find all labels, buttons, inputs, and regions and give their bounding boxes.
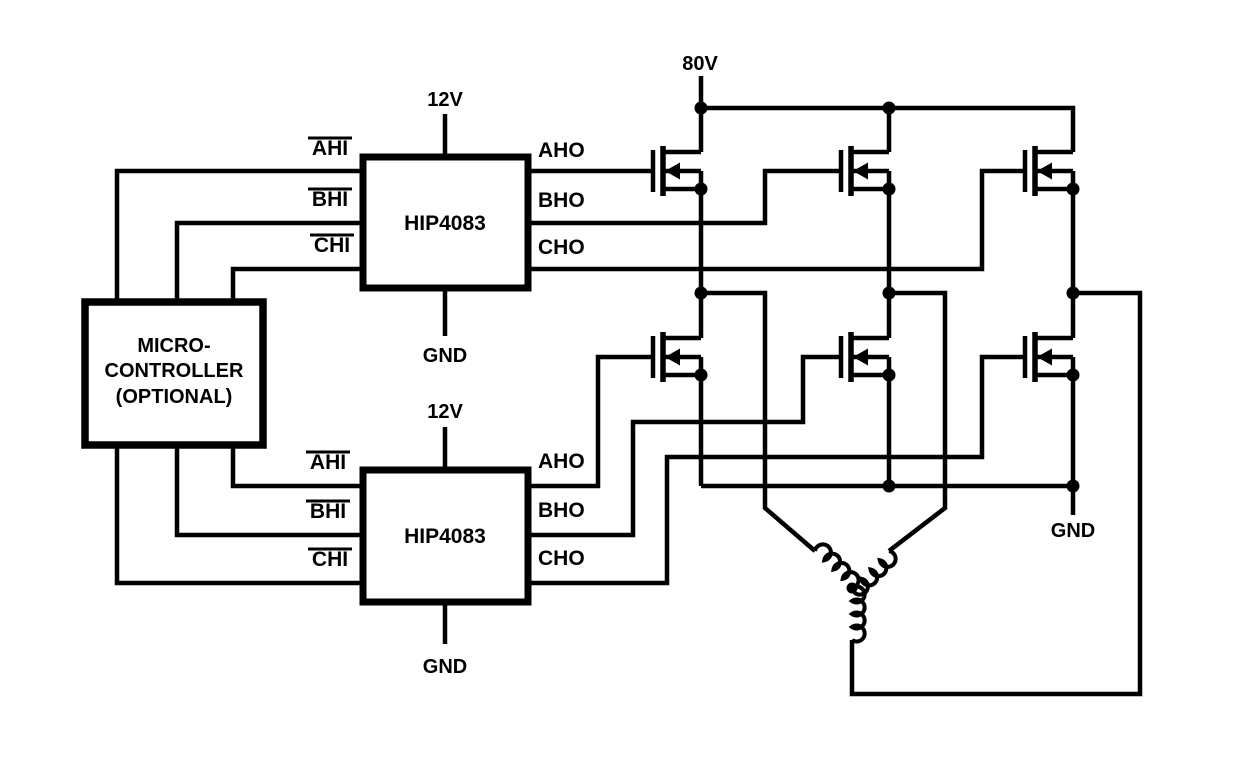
junction-dots xyxy=(694,101,1080,493)
wire-chi-bottom xyxy=(114,445,363,586)
label-12v-top: 12V xyxy=(427,89,463,111)
label-bhi-bottom: BHI xyxy=(310,500,346,523)
driver-bottom-label: HIP4083 xyxy=(404,525,486,548)
wire-bhi-bottom xyxy=(174,445,363,538)
wire-aho-bottom xyxy=(528,354,653,489)
label-80v: 80V xyxy=(682,53,718,75)
junction-source-c-low xyxy=(1066,368,1080,382)
phase-wires xyxy=(701,290,1143,697)
motor-winding xyxy=(813,542,898,644)
junction-rail-b xyxy=(882,101,896,115)
junction-source-c-high xyxy=(1066,182,1080,196)
junction-source-b-high xyxy=(882,182,896,196)
wire-phase-a xyxy=(701,290,817,553)
label-chi-bottom: CHI xyxy=(312,548,348,571)
label-12v-bottom: 12V xyxy=(427,401,463,423)
label-bho-top: BHO xyxy=(538,189,585,212)
microcontroller-block: MICRO- CONTROLLER (OPTIONAL) xyxy=(81,298,267,449)
output-wires-bottom: AHO BHO CHO xyxy=(528,354,1025,586)
label-chi-top: CHI xyxy=(314,234,350,257)
junction-phase-c xyxy=(1066,286,1080,300)
microcontroller-box xyxy=(81,298,267,449)
label-gnd-power: GND xyxy=(1051,520,1095,542)
wire-bhi-top xyxy=(174,220,363,302)
label-gnd-bottom: GND xyxy=(423,656,467,678)
wire-bho-bottom xyxy=(528,354,841,538)
wire-cho-top xyxy=(528,168,1025,272)
wire-bho-top xyxy=(528,168,841,226)
junction-ground-b xyxy=(882,479,896,493)
output-wires-top: AHO BHO CHO xyxy=(528,139,1025,272)
label-bhi-top: BHI xyxy=(312,188,348,211)
wire-ahi-bottom xyxy=(230,445,363,489)
wire-cho-bottom xyxy=(528,354,1025,586)
wire-chi-top xyxy=(230,266,363,302)
junction-source-a-low xyxy=(694,368,708,382)
motor-star-point-dot xyxy=(846,582,858,594)
input-wires xyxy=(114,168,363,586)
input-labels-bottom: AHI BHI CHI xyxy=(306,450,352,571)
wire-drain-risers xyxy=(698,108,892,152)
junction-phase-b xyxy=(882,286,896,300)
junction-source-a-high xyxy=(694,182,708,196)
input-labels-top: AHI BHI CHI xyxy=(308,136,354,257)
driver-top-label: HIP4083 xyxy=(404,212,486,235)
label-cho-bottom: CHO xyxy=(538,547,585,570)
coil-phase-a xyxy=(813,542,861,590)
coil-phase-b xyxy=(850,549,898,597)
label-ahi-top: AHI xyxy=(312,137,348,160)
microcontroller-label-line1: MICRO- xyxy=(137,335,210,357)
junction-phase-a xyxy=(694,286,708,300)
label-cho-top: CHO xyxy=(538,236,585,259)
junction-ground-c xyxy=(1066,479,1080,493)
label-gnd-top: GND xyxy=(423,345,467,367)
wire-phase-c xyxy=(849,290,1143,697)
junction-source-b-low xyxy=(882,368,896,382)
microcontroller-label-line3: (OPTIONAL) xyxy=(116,386,233,408)
label-ahi-bottom: AHI xyxy=(310,451,346,474)
wire-phase-b xyxy=(887,290,948,553)
label-aho-bottom: AHO xyxy=(538,450,585,473)
label-aho-top: AHO xyxy=(538,139,585,162)
label-bho-bottom: BHO xyxy=(538,499,585,522)
coil-phase-c xyxy=(848,584,867,644)
driver-top-block: HIP4083 12V GND xyxy=(359,89,532,367)
microcontroller-label-line2: CONTROLLER xyxy=(105,360,244,382)
wire-ahi-top xyxy=(114,168,363,302)
junction-rail-a xyxy=(694,101,708,115)
